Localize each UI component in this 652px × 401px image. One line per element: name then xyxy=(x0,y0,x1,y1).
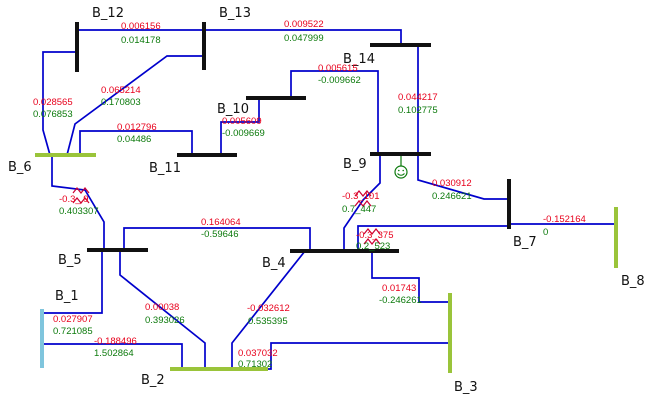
flow-p-b6-b12: 0.028565 xyxy=(33,97,73,108)
flow-p-b5-b4: 0.164064 xyxy=(201,217,241,228)
flow-q-b10-b11: -0.009669 xyxy=(222,128,265,139)
line-b4-b2[interactable] xyxy=(231,250,306,369)
flow-p-b2-b3: 0.037032 xyxy=(238,348,278,359)
flow-labels: 0.006156 0.014178 0.009522 0.047999 0.06… xyxy=(33,19,586,370)
line-b4-b9[interactable] xyxy=(343,154,381,251)
flow-p-b10-b11: 0.005609 xyxy=(222,116,262,127)
flow-p-b9-b7: 0.030912 xyxy=(432,178,472,189)
line-b5-b4[interactable] xyxy=(123,227,311,251)
bus-label-b4: B_4 xyxy=(262,256,286,271)
flow-p-b5-b2: 0.00038 xyxy=(145,302,179,313)
bus-label-b2: B_2 xyxy=(141,373,165,388)
flow-p-b10-b9: 0.005615 xyxy=(318,63,358,74)
flow-p-b4-b7: -0.3_375 xyxy=(356,230,394,241)
flow-q-b6-b12: 0.076853 xyxy=(33,109,73,120)
bus-label-b9: B_9 xyxy=(343,157,367,172)
flow-q-b6-b13: 0.170803 xyxy=(101,97,141,108)
flow-p-b12-b13: 0.006156 xyxy=(121,21,161,32)
line-b1-b2[interactable] xyxy=(42,343,183,369)
transmission-lines xyxy=(42,29,616,370)
line-b6-b11[interactable] xyxy=(79,130,193,155)
flow-q-b4-b7: 0.2_523 xyxy=(356,241,390,252)
line-b6-b13[interactable] xyxy=(66,55,204,156)
flow-p-b6-b13: 0.065214 xyxy=(101,85,141,96)
flow-q-b12-b13: 0.014178 xyxy=(121,35,161,46)
transformer-coil-icon xyxy=(363,228,381,245)
bus-label-b8: B_8 xyxy=(621,274,645,289)
flow-p-b5-b6: -0.3_.9 xyxy=(59,194,89,205)
bus-label-b10: B_10 xyxy=(217,102,249,117)
buses xyxy=(35,22,618,373)
bus-label-b14: B_14 xyxy=(343,52,375,67)
smiley-condenser-icon xyxy=(394,154,408,179)
bus-label-b3: B_3 xyxy=(454,380,478,395)
flow-p-b7-b8: -0.152164 xyxy=(543,214,586,225)
line-b6-b12[interactable] xyxy=(42,51,77,156)
flow-p-b14-b9: 0.044217 xyxy=(398,92,438,103)
flow-p-b13-b14: 0.009522 xyxy=(284,19,324,30)
bus-label-b12: B_12 xyxy=(92,6,124,21)
bus-label-b13: B_13 xyxy=(219,6,251,21)
flow-q-b14-b9: 0.102775 xyxy=(398,105,438,116)
line-b5-b2[interactable] xyxy=(119,250,206,369)
line-b10-b11[interactable] xyxy=(220,98,260,155)
flow-q-b13-b14: 0.047999 xyxy=(284,33,324,44)
line-b13-b14[interactable] xyxy=(204,29,402,45)
bus-label-b6: B_6 xyxy=(8,160,32,175)
flow-p-b4-b3: 0.01743 xyxy=(382,283,416,294)
bus-label-b5: B_5 xyxy=(58,253,82,268)
flow-q-b7-b8: 0 xyxy=(543,227,548,238)
flow-q-b1-b2: 1.502864 xyxy=(94,348,134,359)
flow-p-b4-b2: -0.032612 xyxy=(247,303,290,314)
flow-q-b4-b2: 0.535395 xyxy=(248,316,288,327)
flow-q-b9-b7: 0.246621 xyxy=(432,191,472,202)
flow-p-b1-b2: -0.188496 xyxy=(94,336,137,347)
transformer-coil-icon xyxy=(72,187,90,204)
line-b9-b7[interactable] xyxy=(417,154,509,200)
line-b4-b7[interactable] xyxy=(357,225,509,251)
flow-q-b6-b11: 0.04486 xyxy=(117,134,151,145)
line-b2-b3[interactable] xyxy=(262,342,450,370)
line-b1-b5[interactable] xyxy=(42,250,103,314)
bus-labels: B_12 B_13 B_14 B_10 B_11 B_6 B_9 B_7 B_8… xyxy=(8,6,645,395)
flow-q-b5-b4: -0.59646 xyxy=(201,229,239,240)
flow-p-b6-b11: 0.012796 xyxy=(117,122,157,133)
bus-label-b7: B_7 xyxy=(513,235,537,250)
transformer-coil-icon xyxy=(354,190,372,207)
flow-q-b2-b3: 0.71302 xyxy=(238,359,272,370)
flow-p-b4-b9: -0.3_101 xyxy=(342,191,380,202)
line-b5-b6[interactable] xyxy=(51,155,105,250)
flow-q-b4-b3: -0.246261 xyxy=(379,295,422,306)
flow-q-b10-b9: -0.009662 xyxy=(318,75,361,86)
flow-q-b4-b9: 0.7_447 xyxy=(342,204,376,215)
flow-q-b5-b6: 0.403307 xyxy=(59,206,99,217)
flow-q-b5-b2: 0.393026 xyxy=(145,315,185,326)
bus-label-b1: B_1 xyxy=(55,289,79,304)
flow-q-b1-b5: 0.721085 xyxy=(53,326,93,337)
bus-label-b11: B_11 xyxy=(149,161,181,176)
line-b4-b3[interactable] xyxy=(371,251,450,303)
flow-p-b1-b5: 0.027907 xyxy=(53,314,93,325)
